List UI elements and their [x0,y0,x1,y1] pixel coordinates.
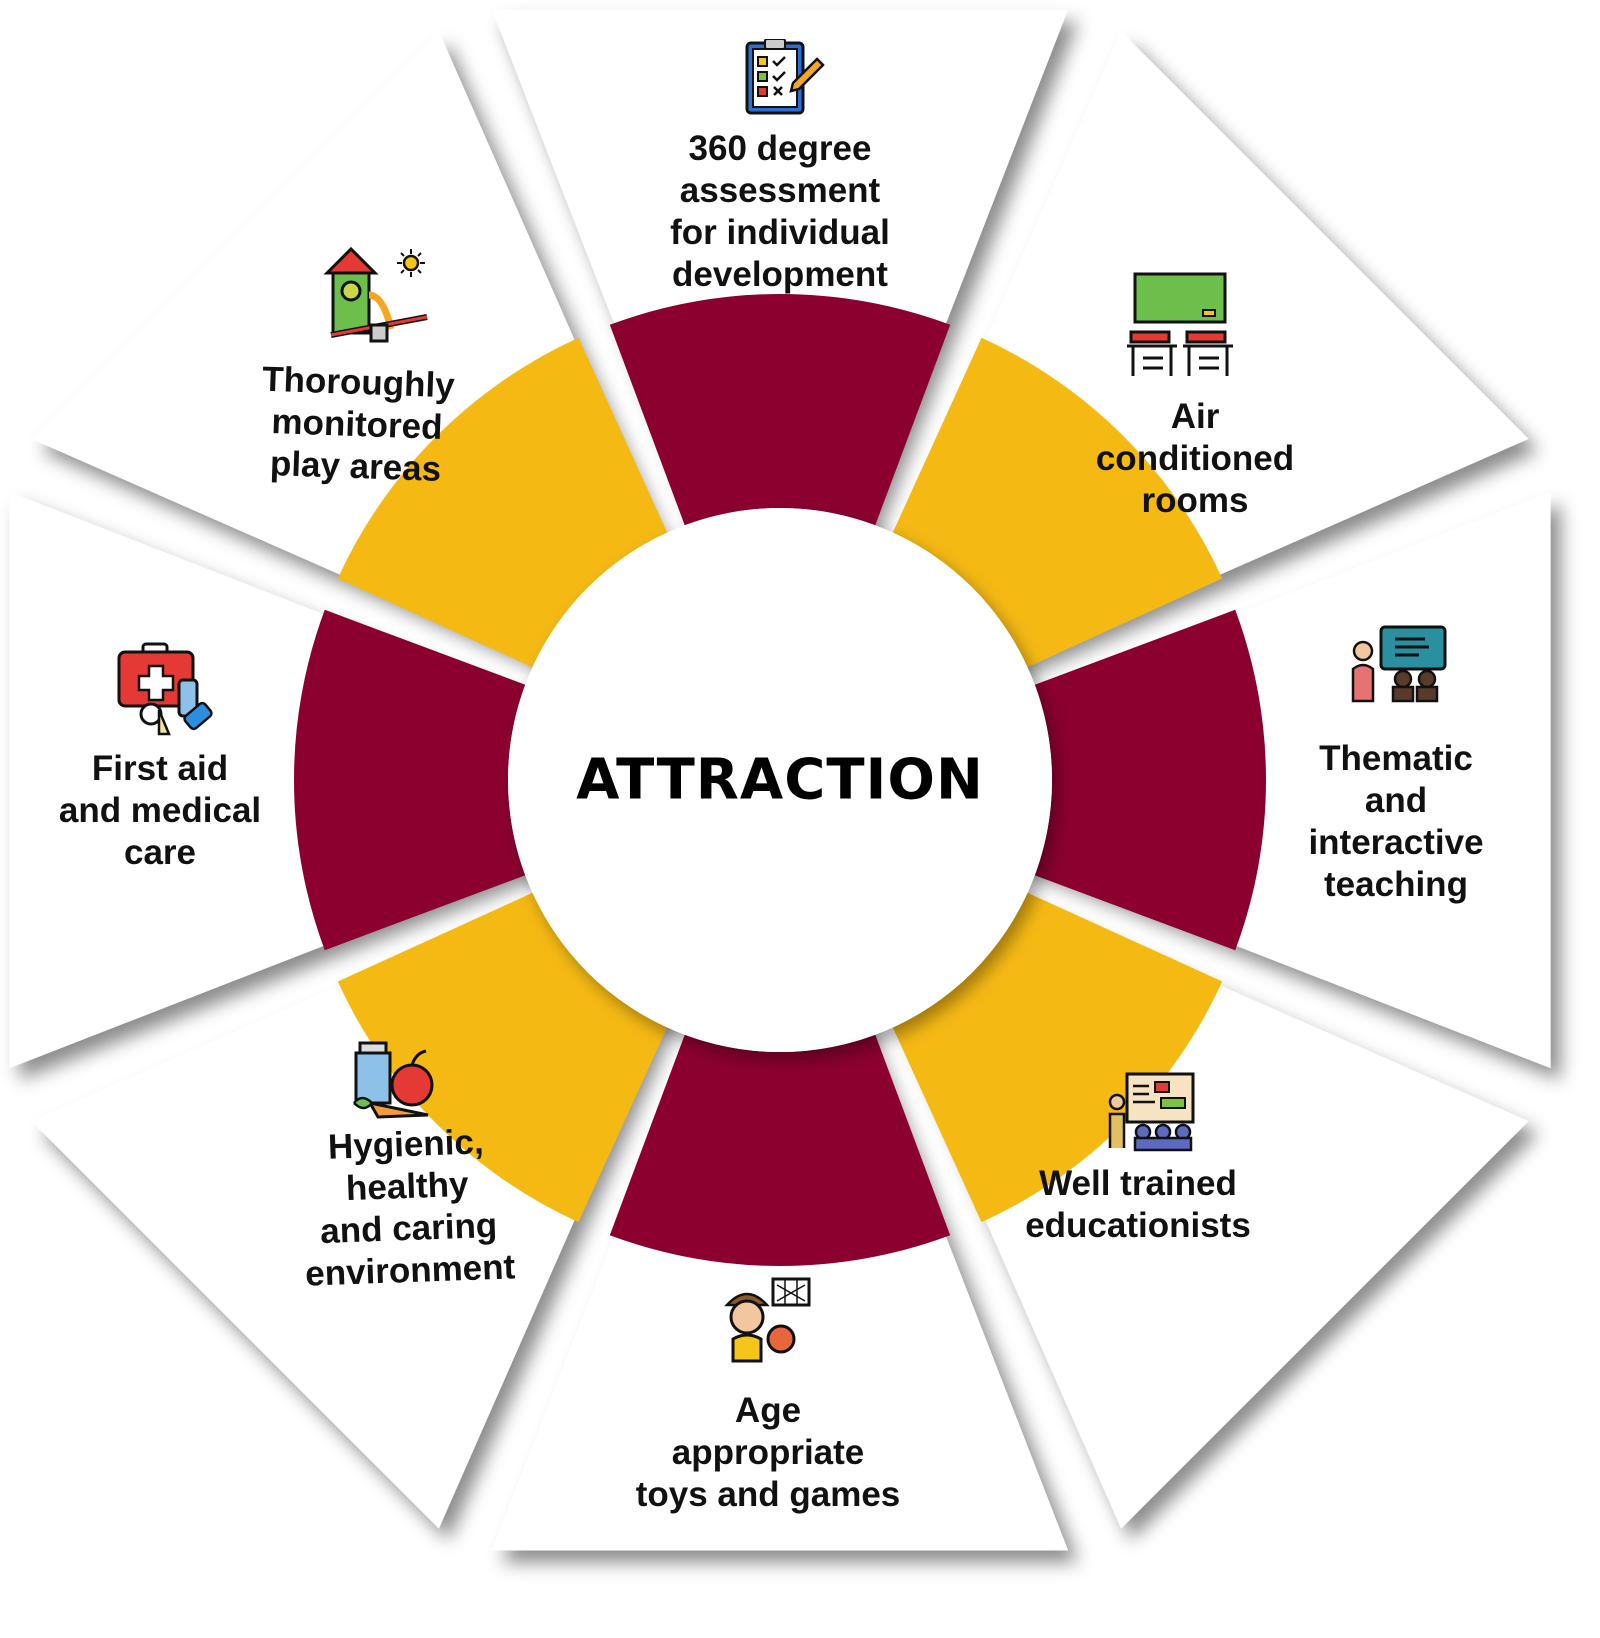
healthy-food-icon [353,1041,434,1119]
center-title: ATTRACTION [576,747,984,813]
center-circle [508,508,1052,1052]
teacher-board-icon [1351,625,1447,703]
label-line: Well trained [1039,1164,1237,1203]
checklist-icon [745,39,825,115]
label-line: and [1364,781,1428,820]
playground-icon [323,246,428,343]
label-line: Air [1170,397,1220,436]
label-line: teaching [1324,865,1468,904]
label-line: rooms [1141,481,1249,520]
label-line: Hygienic, [327,1122,485,1167]
ring-segment-crimson [609,293,951,526]
label-line: Thematic [1319,739,1473,778]
ring-segment-crimson [293,609,526,951]
label-line: First aid [91,749,229,788]
label-line: play areas [269,443,442,489]
ring-segment-yellow [892,892,1223,1223]
label-line: 360 degree [688,129,872,168]
label-line: toys and games [635,1475,901,1514]
label-age-appropriate: Age appropriate toys and games [636,1390,901,1516]
ring-segment-yellow [892,337,1223,668]
classroom-icon [1127,272,1233,376]
label-air-conditioned: Air conditioned rooms [1096,396,1294,522]
label-line: healthy [345,1164,470,1209]
label-line: conditioned [1095,439,1295,478]
basketball-kid-icon [724,1277,811,1363]
label-line: appropriate [671,1433,865,1472]
label-line: Thoroughly [261,359,456,406]
label-thematic-teaching: Thematic and interactive teaching [1308,738,1483,906]
label-first-aid: First aid and medical care [59,748,261,874]
ring-segment-crimson [609,1034,951,1266]
label-line: monitored [270,402,444,447]
label-line: assessment [679,171,881,210]
label-well-trained: Well trained educationists [1025,1163,1251,1247]
label-line: for individual [670,213,890,252]
label-line: and caring [319,1205,498,1252]
label-line: Age [734,1391,802,1430]
label-line: interactive [1308,823,1484,862]
label-line: educationists [1025,1206,1251,1245]
presentation-icon [1108,1072,1195,1152]
label-line: development [672,255,888,294]
label-line: and medical [58,791,262,830]
ring-segment-yellow [337,337,668,668]
label-play-areas: Thoroughly monitored play areas [259,359,456,492]
label-hygienic: Hygienic, healthy and caring environment [300,1120,516,1295]
ring-segment-yellow [337,892,668,1223]
label-line: care [123,833,197,872]
ring-segment-crimson [1034,609,1266,951]
label-360-assessment: 360 degree assessment for individual dev… [670,128,890,296]
label-line: environment [304,1247,516,1294]
first-aid-kit-icon [117,642,213,736]
